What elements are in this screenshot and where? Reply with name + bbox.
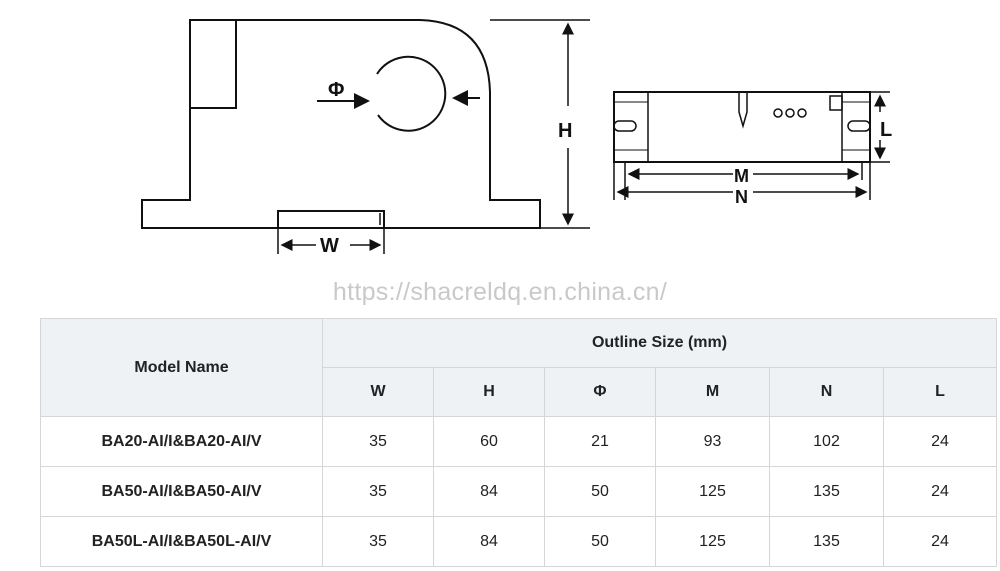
value-cell: 35 [322,516,434,567]
h-dimension [490,19,590,229]
front-view [141,19,541,229]
value-cell: 125 [655,466,770,517]
value-cell: 21 [544,416,656,467]
h-label: H [558,120,572,142]
w-dimension [277,228,385,254]
watermark-url: https://shacreldq.en.china.cn/ [332,278,668,306]
m-n-dimensions [613,162,871,200]
column-header-phi: Φ [544,367,656,417]
column-header-n: N [769,367,884,417]
column-header-m: M [655,367,770,417]
value-cell: 24 [883,516,997,567]
model-name-cell: BA50-AI/I&BA50-AI/V [40,466,323,517]
value-cell: 35 [322,466,434,517]
m-label: M [734,166,749,186]
value-cell: 60 [433,416,545,467]
value-cell: 84 [433,516,545,567]
w-label: W [320,235,339,257]
table-header-row: Model Name Outline Size (mm) [40,318,997,417]
l-dimension [870,91,890,163]
value-cell: 50 [544,466,656,517]
column-header-l: L [883,367,997,417]
phi-label: Φ [328,79,344,101]
table-row: BA50L-AI/I&BA50L-AI/V 35 84 50 125 135 2… [40,516,997,567]
value-cell: 125 [655,516,770,567]
value-cell: 24 [883,466,997,517]
table-subheader-row: W H Φ M N L [41,367,997,417]
value-cell: 102 [769,416,884,467]
table-row: BA50-AI/I&BA50-AI/V 35 84 50 125 135 24 [40,466,997,517]
model-name-cell: BA20-AI/I&BA20-AI/V [40,416,323,467]
column-header-w: W [322,367,434,417]
outline-drawing: Φ H W L [141,19,892,257]
value-cell: 35 [322,416,434,467]
side-view [613,91,871,163]
value-cell: 135 [769,466,884,517]
model-name-cell: BA50L-AI/I&BA50L-AI/V [40,516,323,567]
value-cell: 93 [655,416,770,467]
table-row: BA20-AI/I&BA20-AI/V 35 60 21 93 102 24 [40,416,997,467]
l-label: L [880,119,892,141]
value-cell: 135 [769,516,884,567]
value-cell: 24 [883,416,997,467]
n-label: N [735,187,748,207]
outline-size-header: Outline Size (mm) [322,318,997,368]
column-header-h: H [433,367,545,417]
model-name-header: Model Name [40,318,323,417]
outline-size-table: Model Name Outline Size (mm) W H Φ M N L… [40,318,997,567]
value-cell: 50 [544,516,656,567]
value-cell: 84 [433,466,545,517]
